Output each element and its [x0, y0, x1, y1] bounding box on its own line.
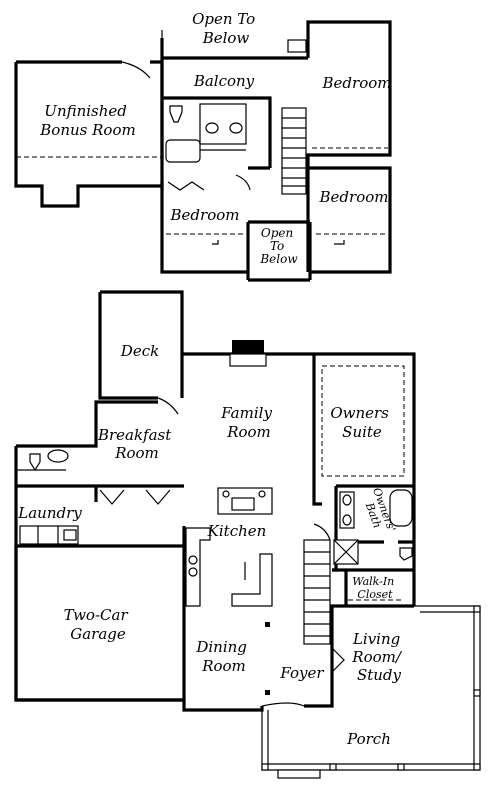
bedroom-ne-label: Bedroom: [322, 74, 392, 92]
tray-ceiling: [321, 365, 405, 477]
sink-icon: [229, 122, 243, 134]
family-room-label: Family Room: [220, 404, 276, 441]
kitchen-peninsula: [231, 553, 273, 607]
burner-icon: [258, 490, 266, 498]
fireplace: [232, 340, 264, 354]
closet-doors: [167, 181, 205, 191]
garage-label: Two-Car Garage: [64, 606, 133, 643]
bedroom-e-label: Bedroom: [319, 188, 389, 206]
breakfast-room-label: Breakfast Room: [97, 426, 176, 462]
main-floor-walls: [14, 352, 416, 712]
toilet-icon: [169, 105, 183, 123]
deck-door-swing: [157, 397, 179, 415]
sink-icon: [47, 449, 69, 463]
garage-walls: [14, 546, 184, 702]
hearth: [229, 353, 267, 367]
marker: [212, 240, 219, 245]
toilet-icon: [399, 547, 413, 561]
porch-columns: [261, 605, 481, 771]
laundry-label: Laundry: [17, 504, 82, 522]
burner-icon: [222, 490, 230, 498]
living-room-label: Living Room/ Study: [351, 630, 405, 684]
living-door: [331, 647, 345, 673]
sink-icon: [188, 567, 198, 577]
upper-stair: [281, 107, 307, 195]
cooktop: [231, 497, 255, 511]
sink-icon: [342, 514, 352, 526]
owners-suite-label: Owners Suite: [330, 404, 393, 441]
sink-icon: [342, 494, 352, 506]
walk-in-closet-label: Walk-In Closet: [352, 575, 398, 601]
porch-label: Porch: [346, 730, 391, 748]
laundry-sink: [63, 529, 77, 541]
chimney-chase: [287, 39, 307, 53]
bathtub-icon: [389, 489, 413, 527]
main-floor: Deck Family Room Owners Suite Breakfast …: [14, 290, 481, 779]
kitchen-label: Kitchen: [207, 522, 267, 540]
dining-room-label: Dining Room: [195, 638, 251, 675]
sink-icon: [188, 555, 198, 565]
toilet-icon: [29, 453, 41, 472]
bedroom-w-label: Bedroom: [170, 206, 240, 224]
bathtub-icon: [165, 139, 201, 163]
marker: [334, 240, 345, 245]
open-to-below-mid-label: Open To Below: [259, 226, 298, 266]
bonus-room-label: Unfinished Bonus Room: [39, 102, 135, 139]
kitchen-walls: [16, 484, 186, 700]
closet-walls: [332, 568, 414, 606]
kitchen-counter: [185, 527, 211, 607]
sink-icon: [205, 122, 219, 134]
balcony-label: Balcony: [193, 72, 255, 90]
upper-floor: Open To Below Balcony Bedroom Unfinished…: [14, 10, 392, 282]
shower-cross: [333, 539, 359, 565]
suite-door-swing: [313, 523, 331, 541]
porch-step: [277, 769, 321, 779]
main-stair: [303, 539, 331, 645]
column-marker: [265, 622, 270, 627]
pantry-doors: [99, 489, 171, 505]
open-to-below-label: Open To Below: [192, 10, 260, 47]
bonus-door-swing: [121, 61, 151, 79]
deck-label: Deck: [120, 342, 159, 360]
front-door-swing: [261, 702, 305, 707]
door-swing: [235, 174, 251, 191]
column-marker: [265, 690, 270, 695]
foyer-label: Foyer: [279, 664, 324, 682]
deck-outline: [98, 290, 184, 400]
